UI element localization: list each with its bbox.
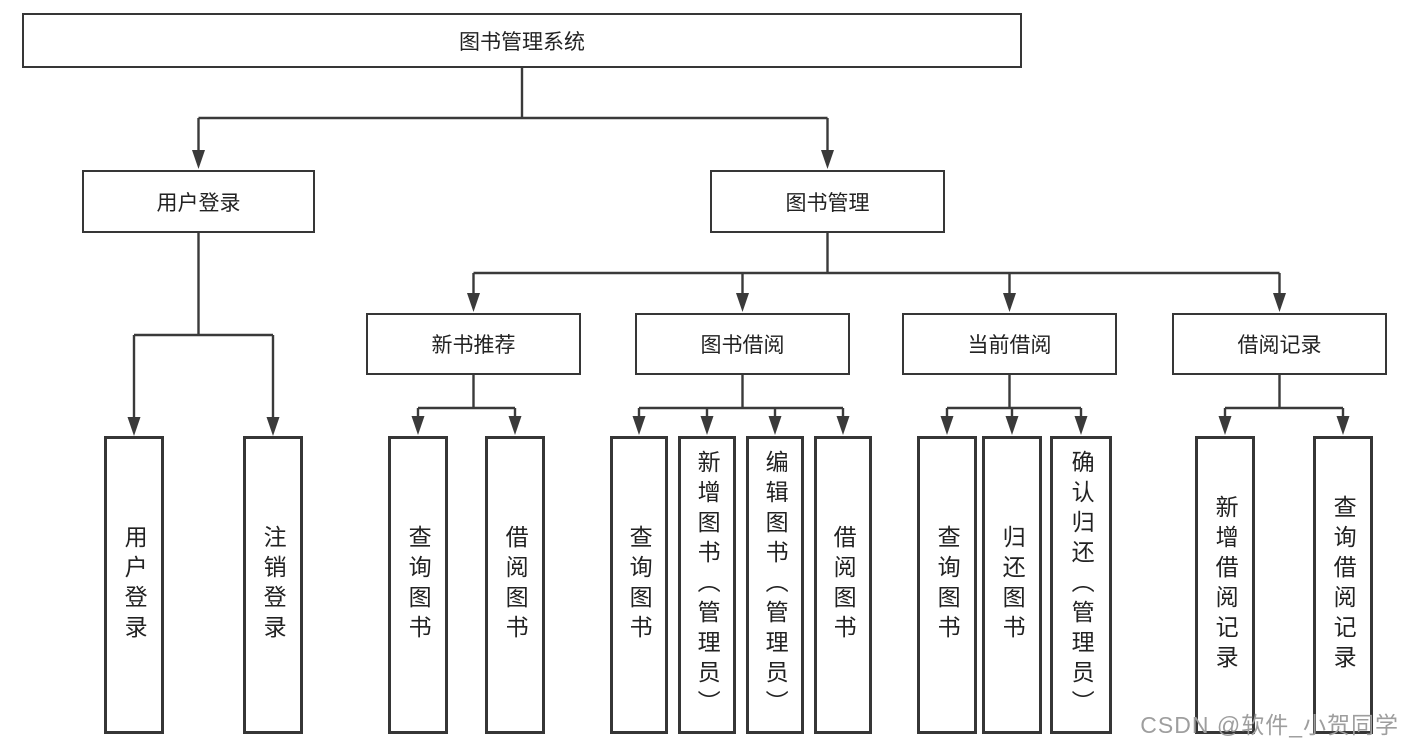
leaf-label: 编辑图书（管理员） [762, 450, 789, 720]
leaf-user-login: 用户登录 [104, 436, 164, 734]
csdn-watermark: CSDN @软件_小贺同学 [1140, 712, 1399, 738]
leaf-edit-books-admin: 编辑图书（管理员） [746, 436, 804, 734]
leaf-query-books-recommend: 查询图书 [388, 436, 448, 734]
node-borrow-records: 借阅记录 [1172, 313, 1387, 375]
leaf-borrow-books-recommend: 借阅图书 [485, 436, 545, 734]
leaf-logout: 注销登录 [243, 436, 303, 734]
leaf-label: 注销登录 [260, 525, 287, 645]
leaf-add-borrow-record: 新增借阅记录 [1195, 436, 1255, 734]
node-new-book-recommendation: 新书推荐 [366, 313, 581, 375]
node-current-borrowing: 当前借阅 [902, 313, 1117, 375]
leaf-label: 借阅图书 [502, 525, 529, 645]
leaf-confirm-return-admin: 确认归还（管理员） [1050, 436, 1112, 734]
leaf-label: 用户登录 [121, 525, 148, 645]
leaf-label: 查询借阅记录 [1330, 495, 1357, 675]
node-user-login: 用户登录 [82, 170, 315, 233]
leaf-borrow-books-borrowing: 借阅图书 [814, 436, 872, 734]
node-book-management: 图书管理 [710, 170, 945, 233]
leaf-label: 确认归还（管理员） [1068, 450, 1095, 720]
leaf-label: 查询图书 [626, 525, 653, 645]
leaf-label: 新增图书（管理员） [694, 450, 721, 720]
leaf-label: 新增借阅记录 [1212, 495, 1239, 675]
leaf-label: 借阅图书 [830, 525, 857, 645]
leaf-query-books-borrowing: 查询图书 [610, 436, 668, 734]
leaf-query-borrow-record: 查询借阅记录 [1313, 436, 1373, 734]
node-library-management-system: 图书管理系统 [22, 13, 1022, 68]
leaf-label: 归还图书 [999, 525, 1026, 645]
leaf-add-books-admin: 新增图书（管理员） [678, 436, 736, 734]
leaf-label: 查询图书 [405, 525, 432, 645]
arrowheads [127, 150, 1350, 436]
node-book-borrowing: 图书借阅 [635, 313, 850, 375]
leaf-label: 查询图书 [934, 525, 961, 645]
leaf-return-books: 归还图书 [982, 436, 1042, 734]
leaf-query-books-current: 查询图书 [917, 436, 977, 734]
